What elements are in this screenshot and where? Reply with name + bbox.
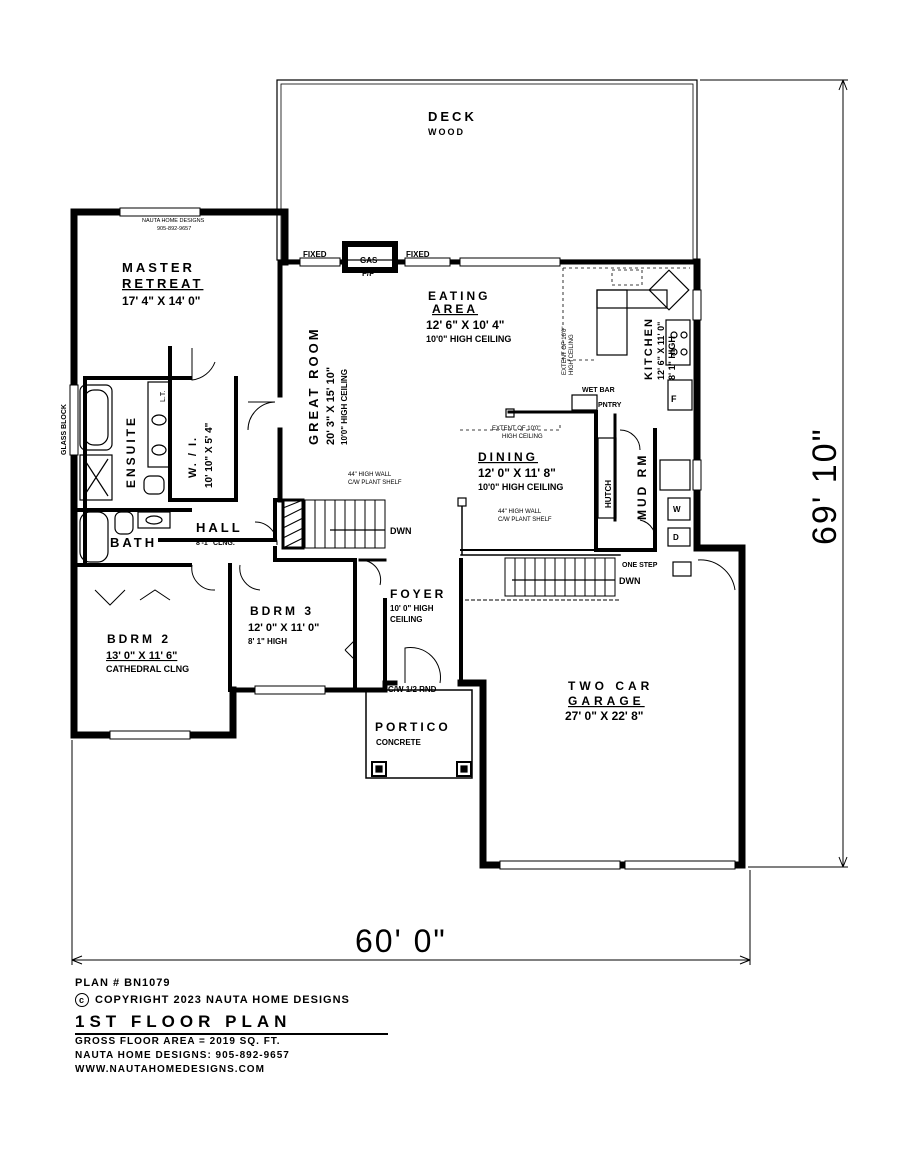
wall-shelf-2-b: C/W PLANT SHELF bbox=[498, 517, 552, 523]
stairs-down-label-1: DWN bbox=[390, 526, 412, 536]
eating-label-2: AREA bbox=[432, 302, 478, 316]
foyer-ceiling-1: 10' 0" HIGH bbox=[390, 604, 434, 613]
eating-size: 12' 6" X 10' 4" bbox=[426, 318, 504, 332]
company-phone: NAUTA HOME DESIGNS: 905-892-9657 bbox=[75, 1050, 290, 1061]
plan-number: PLAN # BN1079 bbox=[75, 977, 171, 989]
garage-label: TWO CAR bbox=[568, 679, 653, 693]
dimension-lines bbox=[71, 79, 848, 965]
kitchen-size: 12' 6" X 11' 0" bbox=[656, 322, 666, 380]
great-room-label: GREAT ROOM bbox=[306, 326, 321, 445]
one-step-label: ONE STEP bbox=[622, 562, 658, 569]
eating-label: EATING bbox=[428, 289, 490, 303]
dining-ceiling: 10'0" HIGH CEILING bbox=[478, 482, 563, 492]
bdrm2-label: BDRM 2 bbox=[107, 632, 171, 646]
extent-dining-1: EXTENT OF 10'0" bbox=[492, 426, 541, 432]
kitchen-ceiling: 8' 1" HIGH bbox=[667, 336, 677, 380]
great-room-size: 20' 3" X 15' 10" bbox=[325, 367, 337, 445]
portico-label: PORTICO bbox=[375, 720, 451, 734]
garage-label-2: GARAGE bbox=[568, 694, 645, 708]
foyer-ceiling-2: CEILING bbox=[390, 615, 422, 624]
deck-outline bbox=[276, 79, 698, 261]
master-label: MASTER bbox=[122, 260, 195, 275]
hall-label: HALL bbox=[196, 520, 243, 535]
master-label-2: RETREAT bbox=[122, 276, 203, 291]
bdrm2-ceiling: CATHEDRAL CLNG bbox=[106, 664, 189, 674]
extent-dining-2: HIGH CEILING bbox=[502, 434, 543, 440]
bdrm3-ceiling: 8' 1" HIGH bbox=[248, 637, 287, 646]
windows bbox=[69, 207, 736, 870]
copyright-icon: c bbox=[75, 993, 89, 1008]
bdrm3-size: 12' 0" X 11' 0" bbox=[248, 622, 319, 634]
wall-shelf-1-a: 44" HIGH WALL bbox=[348, 472, 392, 478]
width-dimension: 60' 0" bbox=[355, 923, 447, 959]
fp-label: F/P bbox=[362, 269, 375, 278]
wet-bar-label: WET BAR bbox=[582, 387, 615, 394]
fridge-label: F bbox=[671, 394, 677, 404]
foyer-label: FOYER bbox=[390, 587, 446, 601]
linen-closet-label: L.T. bbox=[160, 391, 167, 402]
watermark-name: NAUTA HOME DESIGNS bbox=[142, 218, 205, 224]
deck-label: DECK bbox=[428, 109, 477, 124]
great-room-ceiling: 10'0" HIGH CEILING bbox=[340, 369, 349, 445]
copyright-line: c COPYRIGHT 2023 NAUTA HOME DESIGNS bbox=[75, 992, 495, 1009]
pantry-label: PNTRY bbox=[598, 402, 622, 409]
company-website: WWW.NAUTAHOMEDESIGNS.COM bbox=[75, 1064, 265, 1075]
fixed-label-right: FIXED bbox=[406, 250, 430, 259]
door-swings bbox=[94, 348, 736, 684]
garage-size: 27' 0" X 22' 8" bbox=[565, 709, 643, 723]
dining-size: 12' 0" X 11' 8" bbox=[478, 466, 556, 480]
deck-material: WOOD bbox=[428, 127, 465, 137]
extent-kitchen-1: EXTENT OF 10'0" bbox=[562, 326, 568, 375]
bdrm2-size: 13' 0" X 11' 6" bbox=[106, 650, 177, 662]
stairs bbox=[281, 498, 620, 601]
wall-shelf-2-a: 44" HIGH WALL bbox=[498, 509, 542, 515]
eating-ceiling: 10'0" HIGH CEILING bbox=[426, 334, 511, 344]
gas-label: GAS bbox=[360, 256, 378, 265]
ensuite-label: ENSUITE bbox=[124, 415, 138, 488]
fixed-label-left: FIXED bbox=[303, 250, 327, 259]
bath-label: BATH bbox=[110, 535, 157, 550]
gross-floor-area: GROSS FLOOR AREA = 2019 SQ. FT. bbox=[75, 1036, 281, 1047]
stairs-down-label-2: DWN bbox=[619, 576, 641, 586]
fixtures bbox=[79, 267, 693, 777]
dining-label: DINING bbox=[478, 450, 538, 464]
wall-shelf-1-b: C/W PLANT SHELF bbox=[348, 480, 402, 486]
half-round-label: C/W 1/2 RND bbox=[388, 685, 437, 694]
hall-ceiling: 8'-1" CLNG. bbox=[196, 540, 235, 547]
washer-label: W bbox=[673, 505, 681, 514]
height-dimension: 69' 10" bbox=[806, 427, 844, 545]
portico-material: CONCRETE bbox=[376, 738, 422, 747]
glass-block-label: GLASS BLOCK bbox=[61, 404, 68, 455]
floor-plan-title: 1ST FLOOR PLAN bbox=[75, 1011, 388, 1035]
bdrm3-label: BDRM 3 bbox=[250, 604, 314, 618]
dryer-label: D bbox=[673, 533, 679, 542]
walkin-size: 10' 10" X 5' 4" bbox=[204, 422, 215, 488]
kitchen-label: KITCHEN bbox=[643, 317, 655, 380]
walls bbox=[70, 208, 746, 869]
extent-kitchen-2: HIGH CEILING bbox=[569, 334, 575, 375]
watermark-phone: 905-892-9657 bbox=[157, 226, 191, 232]
master-size: 17' 4" X 14' 0" bbox=[122, 294, 200, 308]
plan-footer: PLAN # BN1079 c COPYRIGHT 2023 NAUTA HOME… bbox=[75, 975, 495, 1077]
copyright-text: COPYRIGHT 2023 NAUTA HOME DESIGNS bbox=[95, 994, 350, 1006]
hutch-label: HUTCH bbox=[604, 480, 613, 508]
mudroom-label: MUD RM bbox=[635, 453, 649, 520]
walkin-label: W. / I. bbox=[187, 436, 199, 478]
